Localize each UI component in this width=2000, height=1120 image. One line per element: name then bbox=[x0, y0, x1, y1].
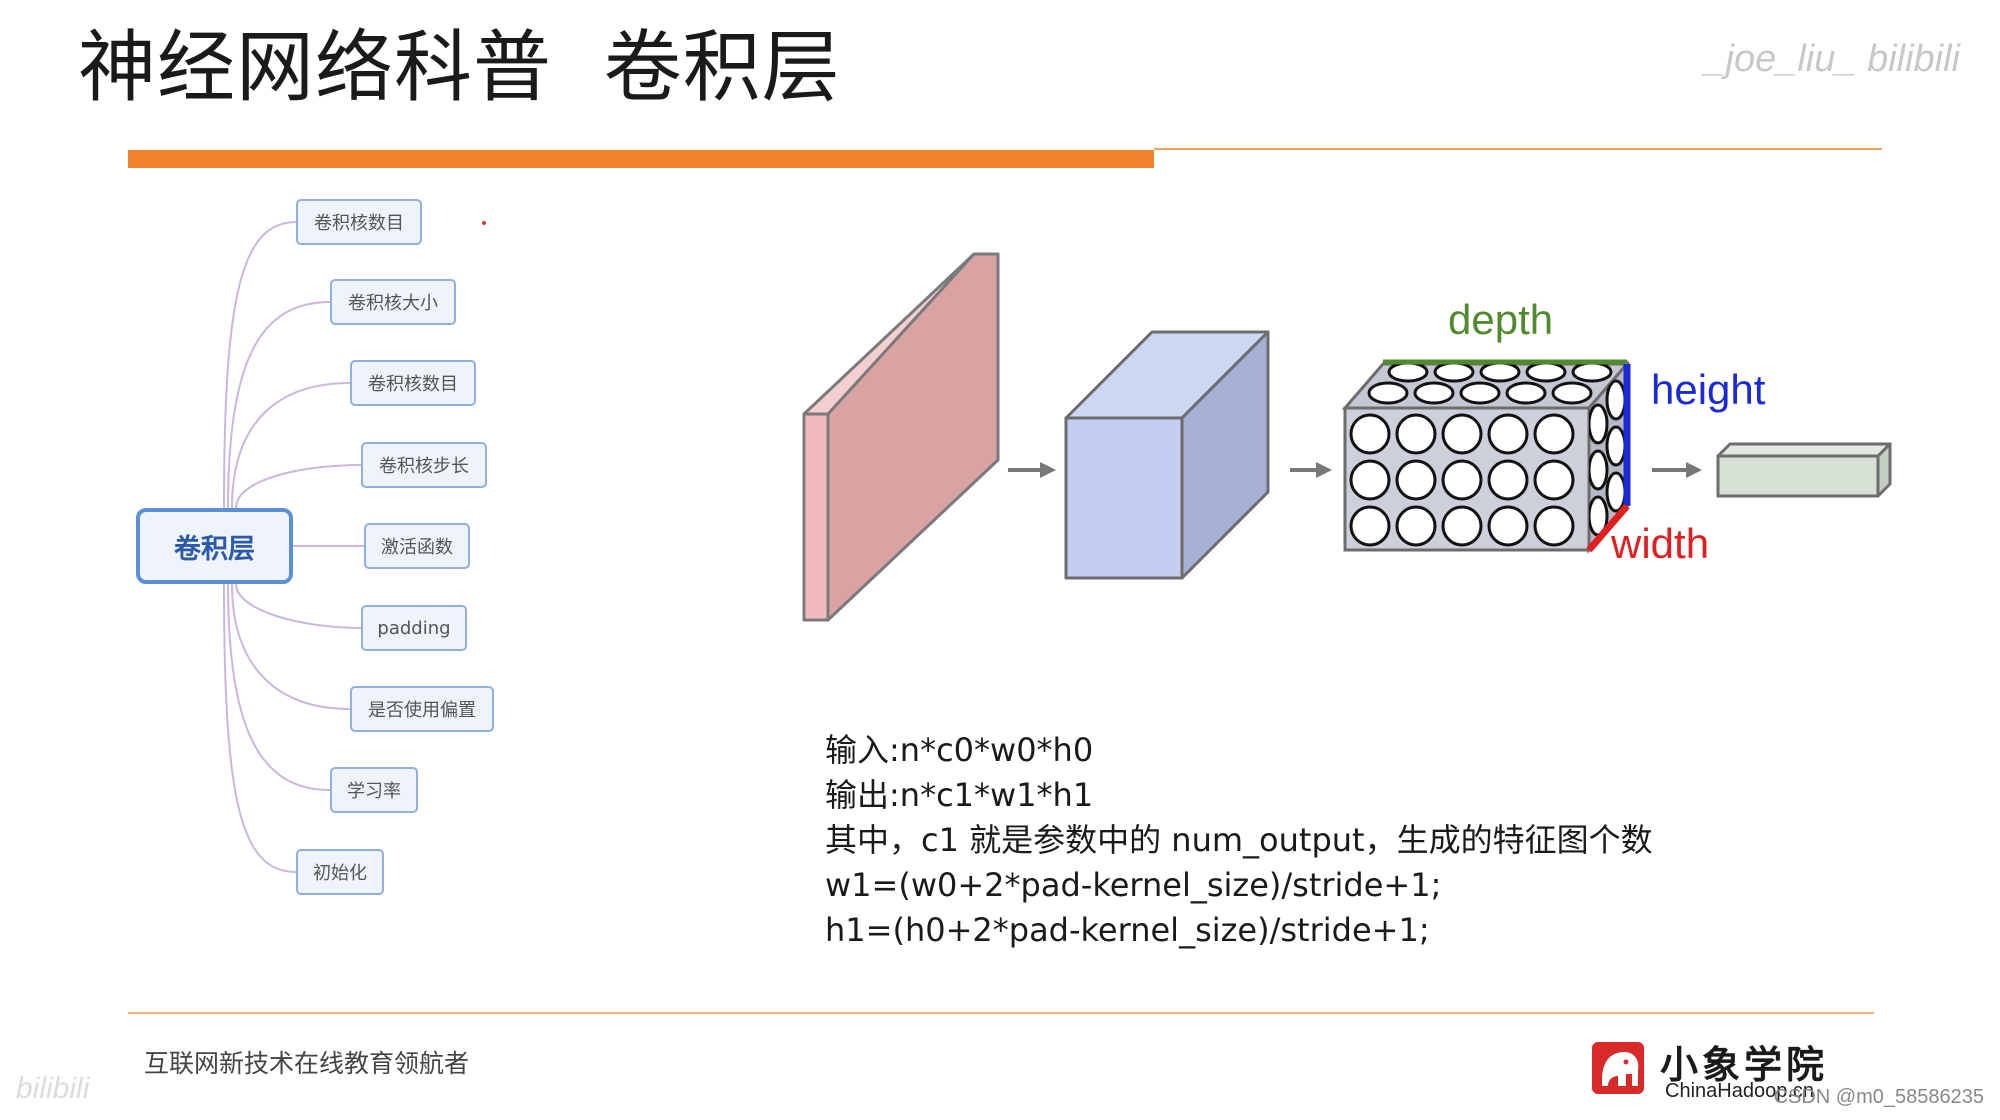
footer-slogan: 互联网新技术在线教育领航者 bbox=[144, 1049, 470, 1078]
mindmap-leaf: padding bbox=[361, 605, 467, 651]
arrow-1 bbox=[1008, 462, 1056, 478]
mindmap-leaf: 是否使用偏置 bbox=[350, 686, 494, 732]
logo-text: 小象学院 bbox=[1660, 1043, 1829, 1087]
formula-block: 输入:n*c0*w0*h0 输出:n*c1*w1*h1 其中，c1 就是参数中的… bbox=[825, 728, 1653, 953]
mindmap-leaf: 学习率 bbox=[330, 767, 418, 813]
mindmap-leaf: 卷积核大小 bbox=[330, 279, 456, 325]
formula-line: 其中，c1 就是参数中的 num_output，生成的特征图个数 bbox=[825, 821, 1653, 859]
height-label: height bbox=[1651, 366, 1766, 413]
hidden-volume bbox=[1064, 330, 1270, 580]
title-underline-thin bbox=[1154, 148, 1882, 150]
arrow-3 bbox=[1652, 462, 1702, 478]
width-label: width bbox=[1610, 520, 1709, 567]
formula-line: 输入:n*c0*w0*h0 bbox=[825, 731, 1094, 769]
mindmap-leaf: 卷积核数目 bbox=[296, 199, 422, 245]
slide-title: 神经网络科普 卷积层 bbox=[78, 23, 841, 113]
output-volume bbox=[1716, 442, 1892, 498]
csdn-watermark: CSDN @m0_58586235 bbox=[1773, 1086, 1984, 1108]
bilibili-watermark: _joe_liu_ bilibili bbox=[1704, 38, 1960, 80]
mindmap-leaf: 卷积核数目 bbox=[350, 360, 476, 406]
formula-line: w1=(w0+2*pad-kernel_size)/stride+1; bbox=[825, 866, 1442, 904]
logo-subtext: ChinaHadoop.cn bbox=[1665, 1080, 1814, 1102]
bilibili-corner-mark: bilibili bbox=[16, 1072, 90, 1105]
elephant-logo-icon bbox=[1592, 1042, 1644, 1094]
mindmap-leaf: 卷积核步长 bbox=[361, 442, 487, 488]
footer-divider bbox=[128, 1012, 1874, 1014]
depth-label: depth bbox=[1448, 296, 1553, 343]
mindmap-leaf: 初始化 bbox=[296, 849, 384, 895]
formula-line: 输出:n*c1*w1*h1 bbox=[825, 776, 1094, 814]
mindmap-root-node: 卷积层 bbox=[136, 508, 293, 584]
input-volume bbox=[802, 252, 1000, 622]
neuron-volume bbox=[1341, 359, 1631, 555]
formula-line: h1=(h0+2*pad-kernel_size)/stride+1; bbox=[825, 911, 1430, 949]
arrow-2 bbox=[1290, 462, 1332, 478]
title-underline-bar bbox=[128, 150, 1154, 168]
width-edge bbox=[1586, 503, 1630, 553]
mindmap-leaf: 激活函数 bbox=[364, 523, 470, 569]
